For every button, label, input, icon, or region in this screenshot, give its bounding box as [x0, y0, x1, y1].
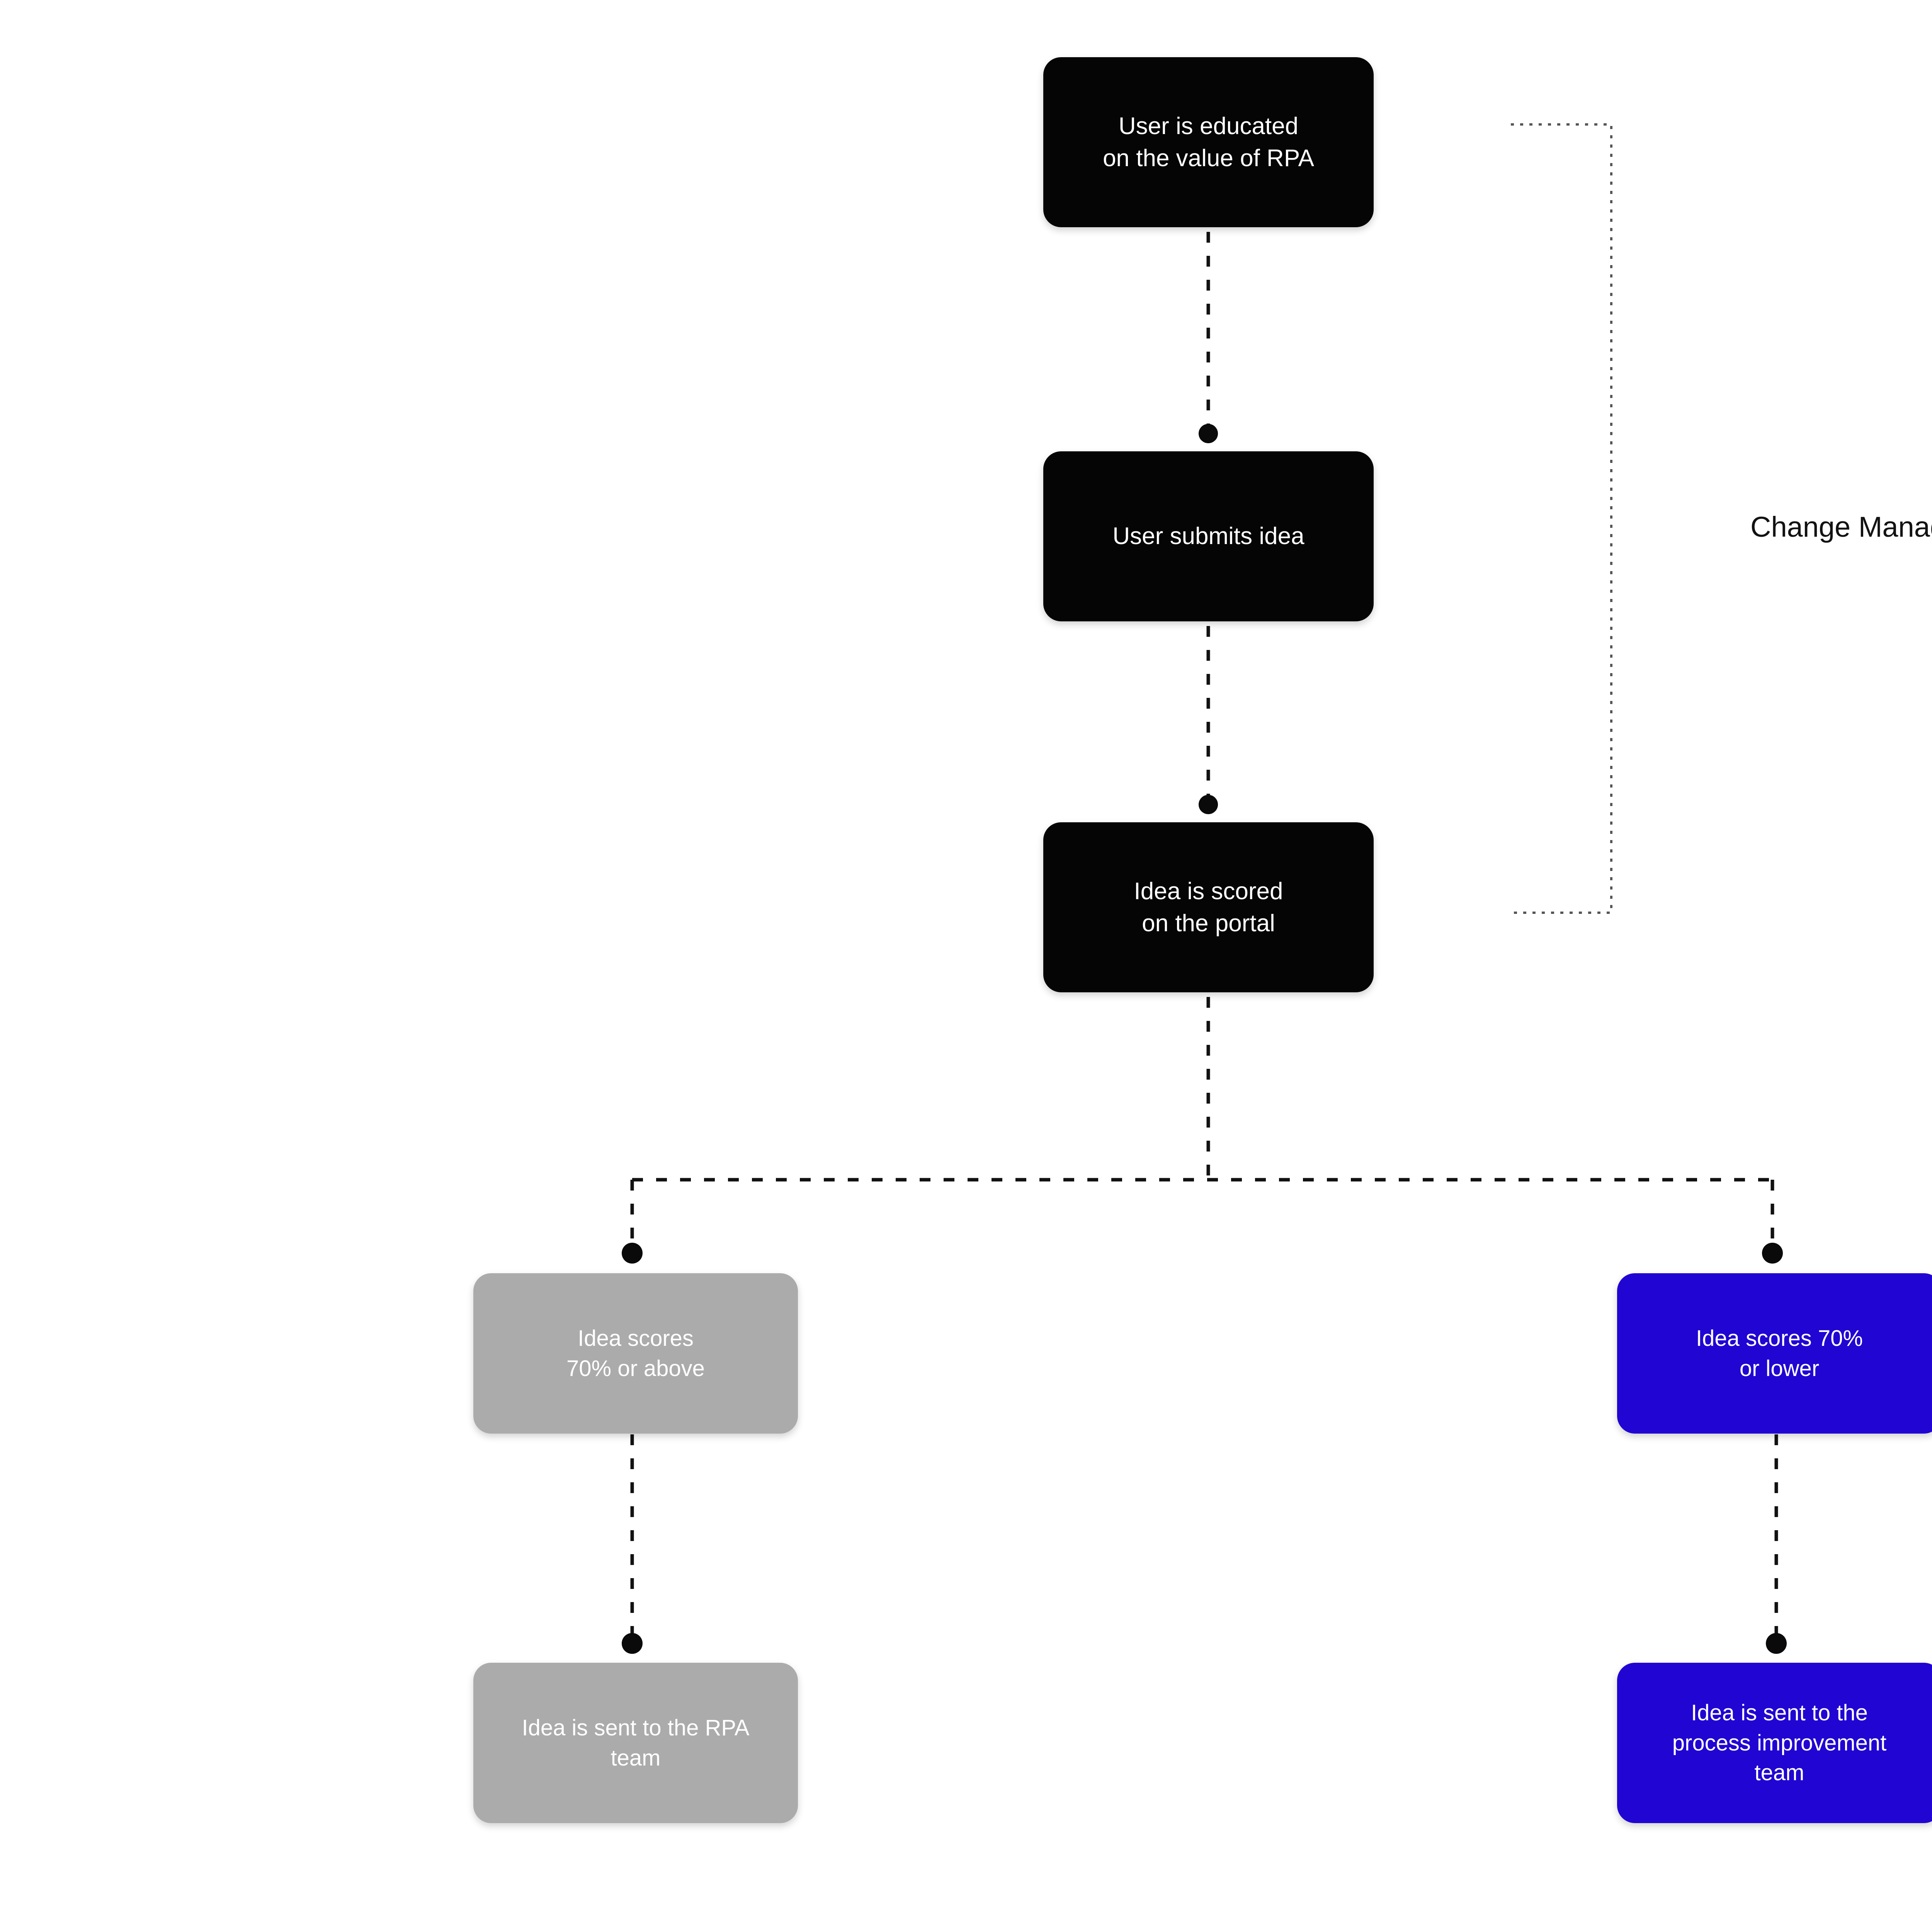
connector-submit-to-score [1199, 626, 1218, 814]
node-idea-sent-to-process-improvement-team[interactable]: Idea is sent to the process improvement … [1617, 1663, 1932, 1823]
node-idea-is-scored[interactable]: Idea is scored on the portal [1043, 822, 1374, 992]
connector-high-to-rpa [622, 1434, 643, 1654]
node-label: Idea scores 70% or above [566, 1325, 705, 1381]
node-user-is-educated[interactable]: User is educated on the value of RPA [1043, 57, 1374, 227]
node-idea-sent-to-rpa-team[interactable]: Idea is sent to the RPA team [473, 1663, 798, 1823]
node-label: Idea is sent to the RPA team [522, 1715, 750, 1771]
node-label: User is educated on the value of RPA [1103, 112, 1314, 172]
node-label: Idea is sent to the process improvement … [1672, 1700, 1887, 1786]
node-label: Idea scores 70% or lower [1696, 1325, 1863, 1381]
connector-low-to-pi [1766, 1434, 1787, 1654]
node-idea-scores-70-or-lower[interactable]: Idea scores 70% or lower [1617, 1273, 1932, 1434]
group-label-change-management: Change Management [1750, 511, 1932, 543]
node-user-submits-idea[interactable]: User submits idea [1043, 451, 1374, 621]
bracket-change-management [1511, 123, 1612, 914]
node-label: User submits idea [1112, 523, 1304, 550]
node-label: Idea is scored on the portal [1134, 878, 1283, 937]
node-idea-scores-70-or-above[interactable]: Idea scores 70% or above [473, 1273, 798, 1434]
connector-score-to-branches [622, 997, 1783, 1264]
connector-educate-to-submit [1199, 232, 1218, 443]
